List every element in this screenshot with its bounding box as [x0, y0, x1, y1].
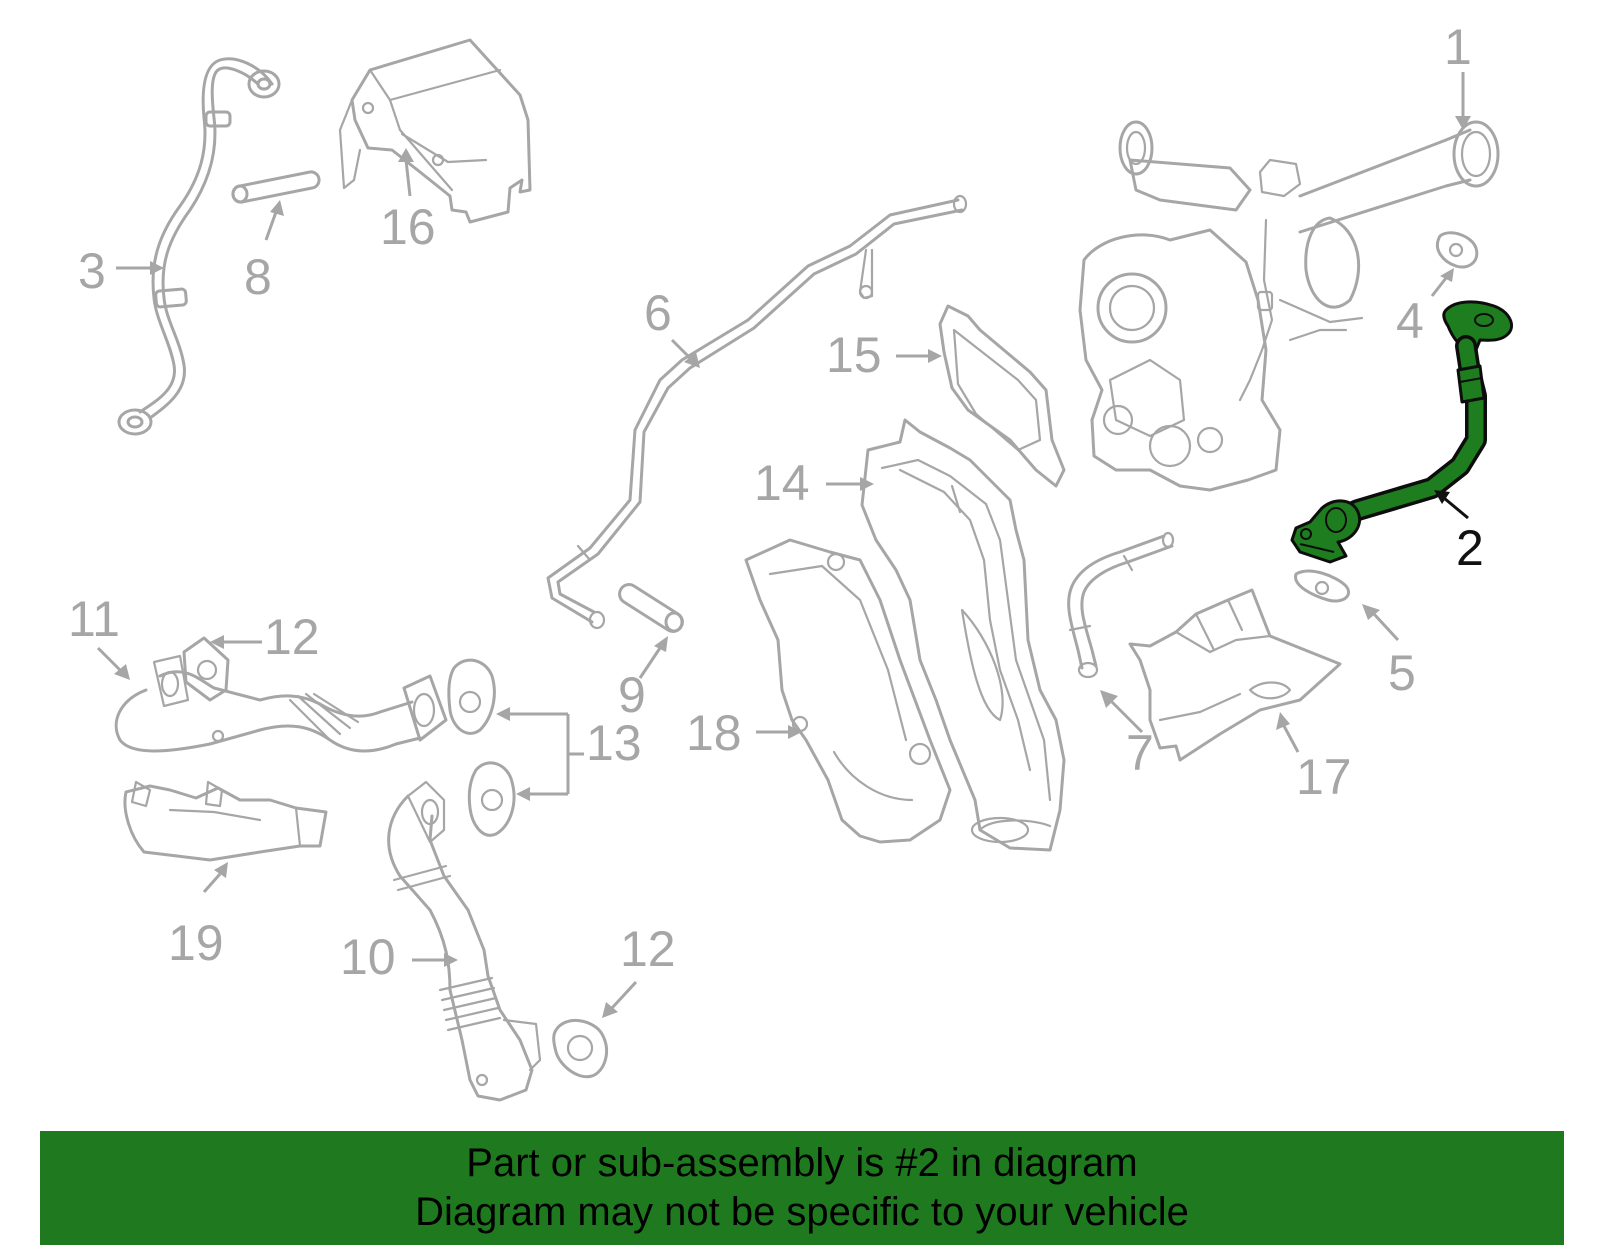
- part-16-heat-shield[interactable]: [338, 38, 532, 224]
- callout-10: 10: [340, 929, 396, 985]
- part-12-gasket-upper[interactable]: [182, 636, 230, 702]
- callout-2: 2: [1456, 520, 1484, 576]
- part-15-gasket[interactable]: [938, 304, 1066, 488]
- callout-14: 14: [754, 455, 810, 511]
- info-banner-line-2: Diagram may not be specific to your vehi…: [415, 1190, 1189, 1234]
- callout-11: 11: [68, 591, 120, 647]
- callout-9: 9: [618, 667, 646, 723]
- callout-1: 1: [1444, 19, 1472, 75]
- part-13-gaskets[interactable]: [447, 658, 516, 837]
- leader-lines: [96, 72, 1471, 1018]
- callout-16: 16: [380, 199, 436, 255]
- part-6-tube[interactable]: [546, 194, 968, 630]
- info-banner-line-1: Part or sub-assembly is #2 in diagram: [466, 1141, 1138, 1185]
- callout-12-upper: 12: [264, 609, 320, 665]
- part-2-oil-feed-pipe[interactable]: [1290, 300, 1513, 564]
- part-1-turbocharger[interactable]: [1078, 120, 1500, 492]
- callout-13: 13: [586, 715, 642, 771]
- callout-labels: 1 2 3 4 5 6 7 8 9 10 11 12 13 12 14 15 1…: [68, 19, 1484, 985]
- callout-19: 19: [168, 915, 224, 971]
- callout-7: 7: [1126, 725, 1154, 781]
- callout-15: 15: [826, 327, 882, 383]
- part-7-hose[interactable]: [1067, 531, 1175, 679]
- part-14-heat-shield[interactable]: [860, 418, 1066, 852]
- callout-17: 17: [1296, 749, 1352, 805]
- part-12-gasket-lower[interactable]: [552, 1019, 608, 1079]
- part-9-sleeve[interactable]: [618, 583, 684, 633]
- part-17-heat-shield[interactable]: [1128, 588, 1342, 762]
- part-18-heat-shield[interactable]: [744, 538, 952, 844]
- callout-6: 6: [644, 285, 672, 341]
- part-11-pipe[interactable]: [114, 654, 448, 753]
- info-banner: Part or sub-assembly is #2 in diagram Di…: [40, 1131, 1564, 1245]
- part-5-gasket[interactable]: [1294, 569, 1351, 603]
- callout-8: 8: [244, 249, 272, 305]
- part-8-sleeve[interactable]: [231, 170, 321, 204]
- callout-5: 5: [1388, 645, 1416, 701]
- callout-4: 4: [1396, 293, 1424, 349]
- callout-18: 18: [686, 705, 742, 761]
- callout-12-lower: 12: [620, 921, 676, 977]
- part-19-pipe[interactable]: [123, 780, 328, 862]
- part-10-pipe[interactable]: [387, 780, 542, 1102]
- callout-3: 3: [78, 243, 106, 299]
- part-4-gasket[interactable]: [1435, 231, 1479, 269]
- part-3-hose[interactable]: [117, 57, 281, 436]
